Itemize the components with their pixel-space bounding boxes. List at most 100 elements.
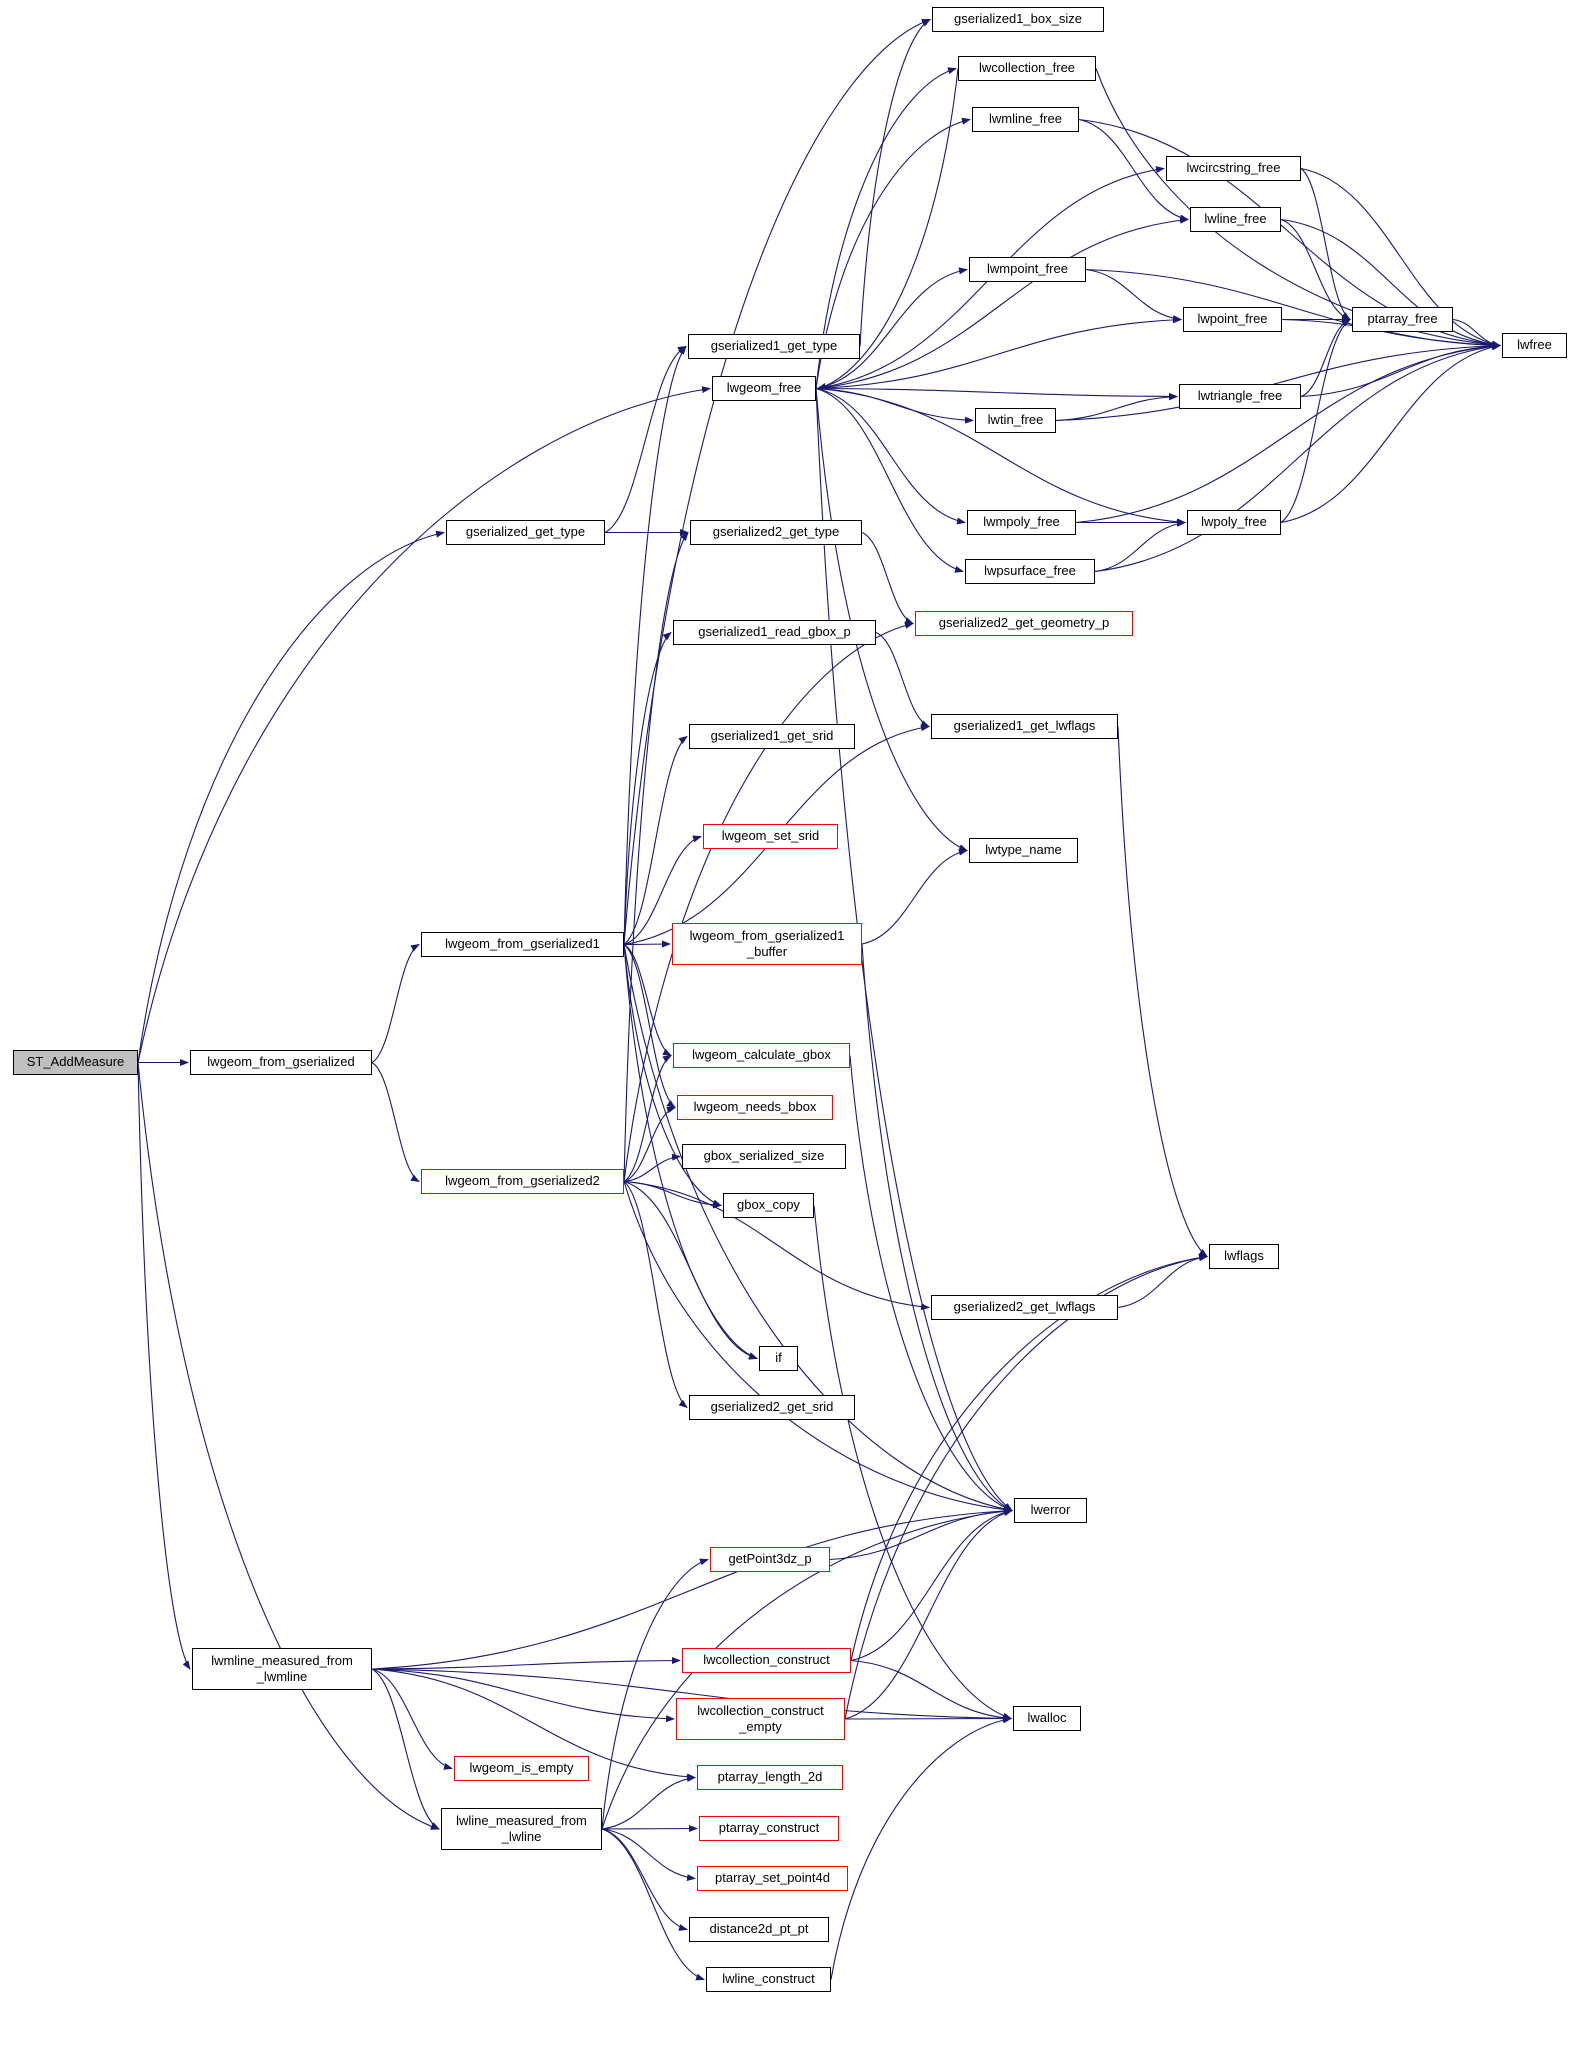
call-edge-lwline_free-to-ptarray_free — [1280, 218, 1351, 321]
graph-node-ptarray_set_point4d[interactable]: ptarray_set_point4d — [697, 1866, 848, 1891]
graph-node-gserialized1_box_size[interactable]: gserialized1_box_size — [932, 7, 1104, 32]
call-edge-lwline_measured_from_lwline-to-lwline_construct — [601, 1828, 705, 1981]
graph-node-lwflags[interactable]: lwflags — [1209, 1244, 1279, 1269]
graph-node-lwpoly_free[interactable]: lwpoly_free — [1187, 510, 1281, 535]
call-edge-lwcollection_construct_empty-to-lwflags — [844, 1254, 1208, 1720]
call-edge-ptarray_free-to-lwfree — [1452, 318, 1501, 348]
call-edge-ST_AddMeasure-to-lwline_measured_from_lwline — [137, 1062, 440, 1830]
graph-node-lwmline_measured_from_lwmline[interactable]: lwmline_measured_from _lwmline — [192, 1648, 372, 1690]
graph-node-lwgeom_calculate_gbox[interactable]: lwgeom_calculate_gbox — [673, 1043, 850, 1068]
graph-node-lwmpoly_free[interactable]: lwmpoly_free — [967, 510, 1076, 535]
call-edge-ST_AddMeasure-to-lwgeom_free — [137, 386, 711, 1063]
call-edge-lwtriangle_free-to-ptarray_free — [1300, 318, 1351, 398]
graph-node-lwline_construct[interactable]: lwline_construct — [706, 1967, 831, 1992]
graph-node-lwgeom_set_srid[interactable]: lwgeom_set_srid — [703, 824, 838, 849]
call-edge-lwpsurface_free-to-lwpoly_free — [1094, 519, 1186, 573]
call-edge-lwgeom_from_gserialized1_buffer-to-lwtype_name — [861, 848, 968, 945]
graph-node-gserialized2_get_srid[interactable]: gserialized2_get_srid — [689, 1395, 855, 1420]
call-edge-lwline_construct-to-lwalloc — [830, 1716, 1012, 1980]
call-edge-lwcollection_construct-to-lwerror — [850, 1508, 1013, 1662]
graph-node-ptarray_construct[interactable]: ptarray_construct — [699, 1816, 839, 1841]
graph-node-lwline_measured_from_lwline[interactable]: lwline_measured_from _lwline — [441, 1808, 602, 1850]
graph-node-lwgeom_from_gserialized1[interactable]: lwgeom_from_gserialized1 — [421, 932, 624, 957]
graph-node-lwgeom_from_gserialized2[interactable]: lwgeom_from_gserialized2 — [421, 1169, 624, 1194]
call-edge-lwmline_measured_from_lwmline-to-lwerror — [371, 1507, 1013, 1670]
graph-node-gserialized2_get_type[interactable]: gserialized2_get_type — [690, 520, 862, 545]
graph-node-lwcollection_free[interactable]: lwcollection_free — [958, 56, 1096, 81]
call-edge-ST_AddMeasure-to-gserialized_get_type — [137, 530, 445, 1063]
graph-node-lwerror[interactable]: lwerror — [1014, 1498, 1087, 1523]
graph-node-gserialized1_get_type[interactable]: gserialized1_get_type — [688, 334, 860, 359]
graph-node-lwalloc[interactable]: lwalloc — [1013, 1706, 1081, 1731]
call-edge-lwline_measured_from_lwline-to-ptarray_length_2d — [601, 1775, 696, 1830]
call-edge-lwcollection_construct-to-lwalloc — [850, 1659, 1012, 1722]
graph-node-lwgeom_is_empty[interactable]: lwgeom_is_empty — [454, 1756, 589, 1781]
call-edge-lwgeom_from_gserialized1_buffer-to-lwerror — [861, 943, 1013, 1511]
call-edge-lwtin_free-to-lwtriangle_free — [1055, 393, 1178, 422]
graph-node-gbox_copy[interactable]: gbox_copy — [723, 1193, 814, 1218]
call-edge-lwgeom_from_gserialized1-to-gserialized1_box_size — [623, 18, 931, 945]
graph-node-lwmline_free[interactable]: lwmline_free — [972, 107, 1079, 132]
call-edge-lwgeom_from_gserialized1-to-lwgeom_from_gserialized1_buffer — [623, 940, 671, 948]
call-edge-lwmline_measured_from_lwmline-to-lwline_measured_from_lwline — [371, 1668, 440, 1830]
call-edge-lwgeom_from_gserialized2-to-gbox_copy — [623, 1180, 722, 1209]
call-edge-lwgeom_from_gserialized1-to-gserialized1_get_type — [623, 345, 687, 945]
call-edge-lwgeom_free-to-lwtriangle_free — [815, 387, 1178, 400]
call-edge-lwgeom_from_gserialized1-to-lwgeom_calculate_gbox — [623, 944, 672, 1056]
call-edge-lwgeom_from_gserialized2-to-lwerror — [623, 1181, 1013, 1514]
call-edge-getPoint3dz_p-to-lwerror — [829, 1507, 1013, 1561]
graph-node-lwgeom_from_gserialized1_buffer[interactable]: lwgeom_from_gserialized1 _buffer — [672, 923, 862, 965]
call-edge-lwgeom_from_gserialized2-to-lwgeom_calculate_gbox — [623, 1054, 672, 1182]
graph-node-lwcollection_construct[interactable]: lwcollection_construct — [682, 1648, 851, 1673]
graph-node-gserialized2_get_geometry_p[interactable]: gserialized2_get_geometry_p — [915, 611, 1133, 636]
call-edge-lwgeom_from_gserialized2-to-gserialized2_get_srid — [623, 1181, 688, 1409]
graph-node-gserialized2_get_lwflags[interactable]: gserialized2_get_lwflags — [931, 1295, 1118, 1320]
graph-node-gbox_serialized_size[interactable]: gbox_serialized_size — [682, 1144, 846, 1169]
graph-node-distance2d_pt_pt[interactable]: distance2d_pt_pt — [689, 1917, 829, 1942]
call-edge-gbox_copy-to-lwalloc — [813, 1205, 1012, 1720]
call-edge-lwgeom_free-to-lwtin_free — [815, 387, 974, 424]
call-edge-lwpoly_free-to-lwfree — [1280, 343, 1501, 524]
call-edge-gserialized2_get_type-to-gserialized2_get_geometry_p — [861, 531, 914, 625]
call-edge-lwgeom_from_gserialized1-to-gserialized1_read_gbox_p — [623, 631, 672, 945]
graph-node-lwfree[interactable]: lwfree — [1502, 333, 1567, 358]
call-edge-lwgeom_from_gserialized2-to-lwgeom_needs_bbox — [623, 1106, 676, 1183]
graph-node-lwgeom_from_gserialized[interactable]: lwgeom_from_gserialized — [190, 1050, 372, 1075]
call-edge-lwgeom_from_gserialized1-to-gserialized1_get_srid — [623, 735, 688, 945]
call-edge-lwcollection_free-to-lwfree — [1095, 68, 1501, 349]
graph-node-lwpsurface_free[interactable]: lwpsurface_free — [965, 559, 1095, 584]
graph-node-ptarray_free[interactable]: ptarray_free — [1352, 307, 1453, 332]
graph-node-lwtriangle_free[interactable]: lwtriangle_free — [1179, 384, 1301, 409]
graph-node-gserialized_get_type[interactable]: gserialized_get_type — [446, 520, 605, 545]
call-edge-lwmpoly_free-to-lwfree — [1075, 342, 1501, 524]
graph-node-lwtype_name[interactable]: lwtype_name — [969, 838, 1078, 863]
call-edge-lwgeom_free-to-lwpoint_free — [815, 316, 1182, 390]
call-edge-lwmline_measured_from_lwmline-to-lwgeom_is_empty — [371, 1668, 453, 1770]
graph-node-ptarray_length_2d[interactable]: ptarray_length_2d — [697, 1765, 843, 1790]
graph-node-if[interactable]: if — [759, 1346, 798, 1371]
graph-node-gserialized1_read_gbox_p[interactable]: gserialized1_read_gbox_p — [673, 620, 876, 645]
call-edge-lwcollection_construct_empty-to-lwalloc — [844, 1715, 1012, 1723]
call-edge-lwpsurface_free-to-lwfree — [1094, 343, 1501, 573]
call-edge-gserialized2_get_lwflags-to-lwflags — [1117, 1254, 1208, 1309]
call-edge-lwgeom_free-to-lwmpoint_free — [815, 267, 968, 390]
call-edge-lwgeom_from_gserialized1-to-lwgeom_needs_bbox — [623, 944, 676, 1109]
graph-node-lwcircstring_free[interactable]: lwcircstring_free — [1166, 156, 1301, 181]
call-edge-lwline_measured_from_lwline-to-ptarray_set_point4d — [601, 1828, 696, 1882]
graph-node-lwtin_free[interactable]: lwtin_free — [975, 408, 1056, 433]
graph-node-lwpoint_free[interactable]: lwpoint_free — [1183, 307, 1282, 332]
graph-node-lwline_free[interactable]: lwline_free — [1190, 207, 1281, 232]
call-edge-lwtin_free-to-lwfree — [1055, 342, 1501, 422]
call-edge-ST_AddMeasure-to-lwmline_measured_from_lwmline — [137, 1062, 191, 1670]
call-edge-gserialized_get_type-to-gserialized1_get_type — [604, 346, 687, 533]
graph-node-lwgeom_needs_bbox[interactable]: lwgeom_needs_bbox — [677, 1095, 833, 1120]
graph-node-gserialized1_get_srid[interactable]: gserialized1_get_srid — [689, 724, 855, 749]
graph-node-lwgeom_free[interactable]: lwgeom_free — [712, 376, 816, 401]
call-edge-lwgeom_calculate_gbox-to-lwerror — [849, 1055, 1013, 1512]
call-edge-lwmline_measured_from_lwmline-to-lwcollection_construct — [371, 1657, 681, 1670]
graph-node-gserialized1_get_lwflags[interactable]: gserialized1_get_lwflags — [931, 714, 1118, 739]
call-edge-lwmpoint_free-to-lwpoint_free — [1085, 268, 1182, 323]
graph-node-getPoint3dz_p[interactable]: getPoint3dz_p — [710, 1547, 830, 1572]
graph-node-lwmpoint_free[interactable]: lwmpoint_free — [969, 257, 1086, 282]
graph-node-lwcollection_construct_empty[interactable]: lwcollection_construct _empty — [676, 1698, 845, 1740]
